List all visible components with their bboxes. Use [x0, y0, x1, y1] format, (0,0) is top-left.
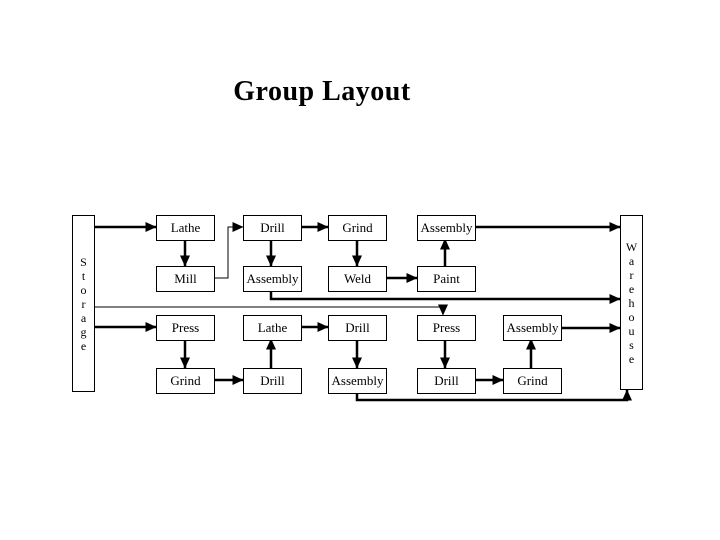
- machine-box-drill-1: Drill: [243, 215, 302, 241]
- machine-box-weld-1: Weld: [328, 266, 387, 292]
- machine-box-press-2: Press: [417, 315, 476, 341]
- flow-arrow-storage-to-press-2: [95, 304, 448, 316]
- machine-box-paint-1: Paint: [417, 266, 476, 292]
- machine-box-mill-1: Mill: [156, 266, 215, 292]
- machine-box-assembly-4: Assembly: [328, 368, 387, 394]
- machine-box-drill-4: Drill: [417, 368, 476, 394]
- machine-box-drill-3: Drill: [243, 368, 302, 394]
- machine-box-lathe-2: Lathe: [243, 315, 302, 341]
- diagram-title: Group Layout: [233, 76, 411, 107]
- machine-box-grind-2: Grind: [156, 368, 215, 394]
- machine-box-lathe-1: Lathe: [156, 215, 215, 241]
- machine-box-grind-3: Grind: [503, 368, 562, 394]
- machine-box-press-1: Press: [156, 315, 215, 341]
- machine-box-grind-1: Grind: [328, 215, 387, 241]
- machine-box-assembly-3: Assembly: [503, 315, 562, 341]
- machine-box-drill-2: Drill: [328, 315, 387, 341]
- flow-arrow-assembly-4-to-warehouse: [355, 389, 632, 402]
- machine-box-assembly-1: Assembly: [417, 215, 476, 241]
- machine-box-assembly-2: Assembly: [243, 266, 302, 292]
- flow-arrow-mill-1-to-drill-1: [214, 222, 244, 279]
